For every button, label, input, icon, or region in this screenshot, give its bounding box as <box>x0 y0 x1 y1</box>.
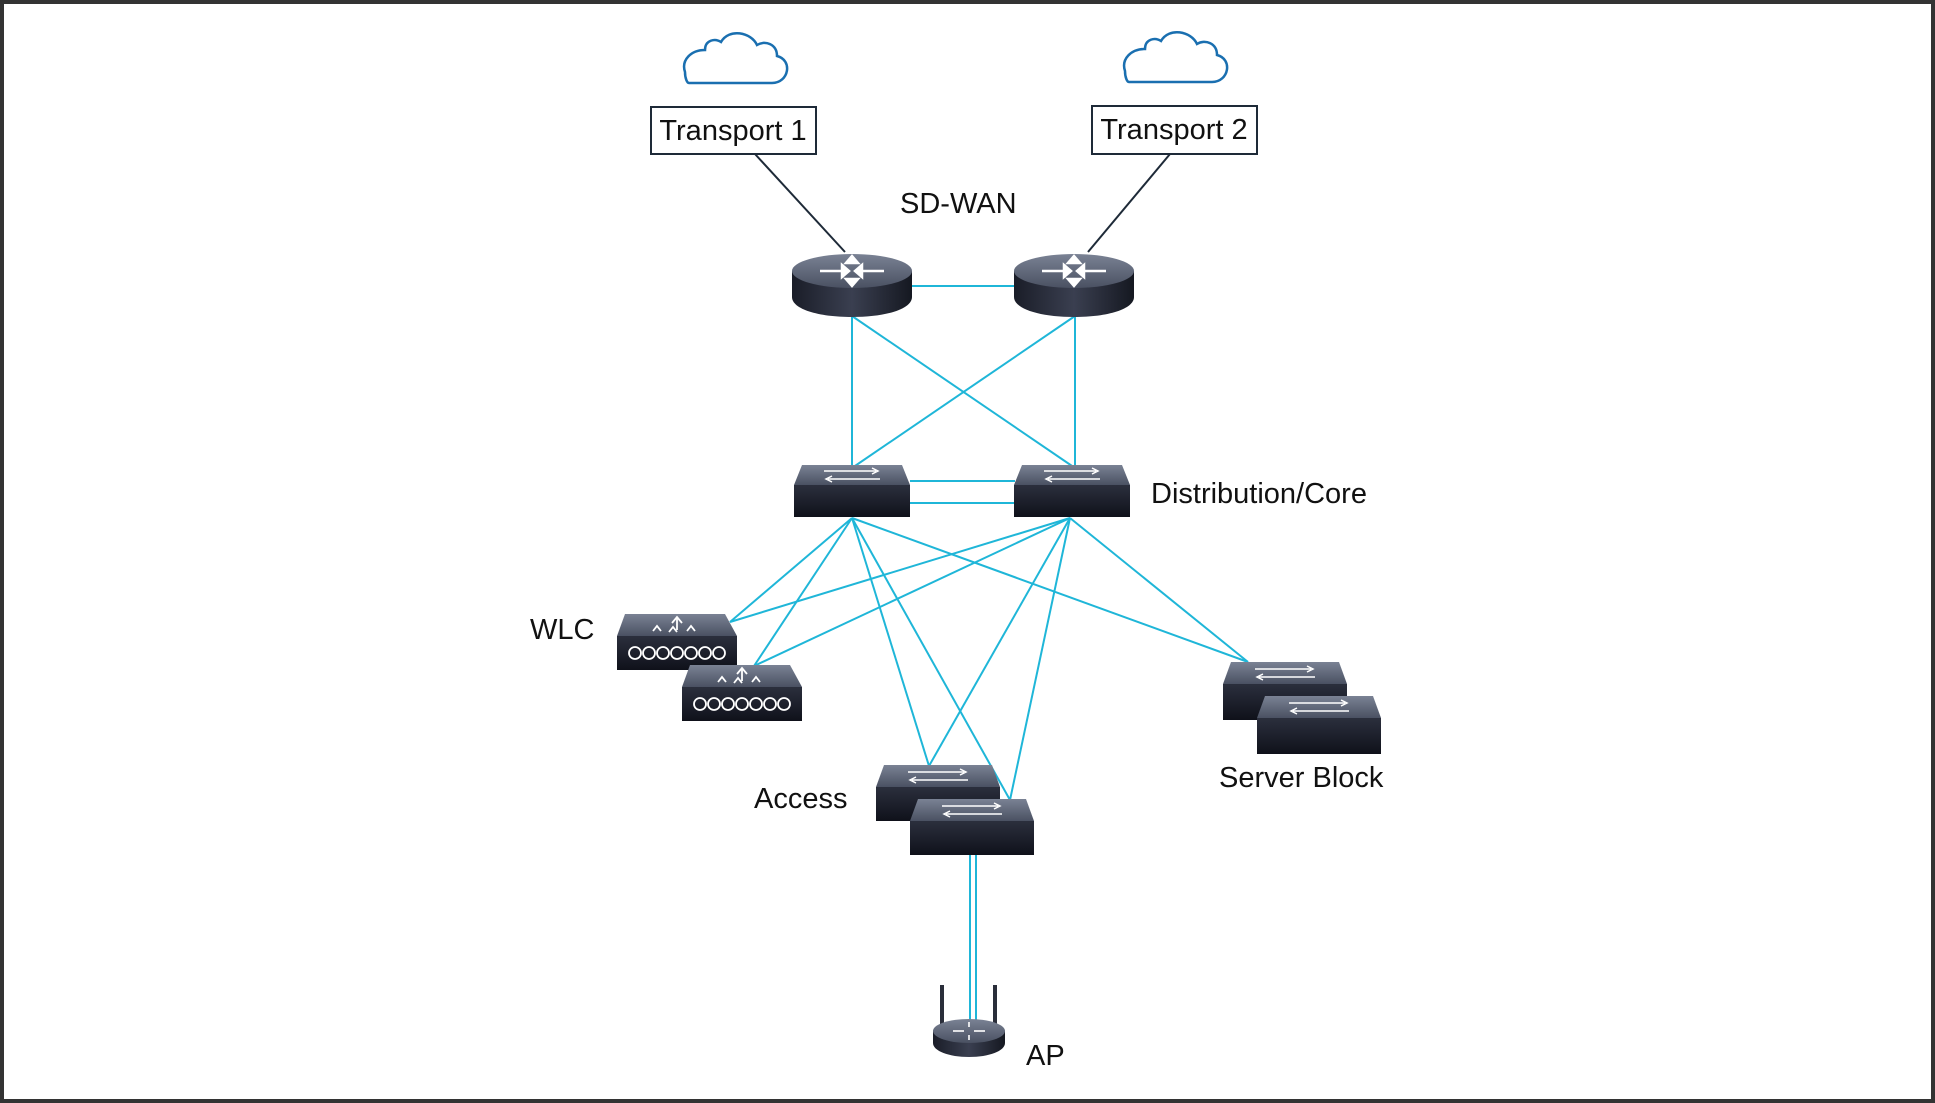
ap-label: AP <box>1026 1040 1065 1072</box>
wan-links <box>754 153 1171 253</box>
link-dist1-server <box>851 517 1249 663</box>
switch-icon <box>1257 696 1381 754</box>
server-block-label: Server Block <box>1219 762 1384 794</box>
cloud-icon <box>682 32 789 85</box>
switch-icon <box>910 799 1034 855</box>
cloud-icon <box>1122 31 1229 84</box>
link-router2-dist1 <box>851 315 1076 469</box>
link-dist2-wlc1 <box>729 517 1071 623</box>
link-dist1-access2 <box>851 517 1011 801</box>
transport-1-box: Transport 1 <box>650 106 817 155</box>
access-label: Access <box>754 783 847 815</box>
transport-1-label: Transport 1 <box>659 115 806 147</box>
link-transport2-router2 <box>1087 153 1171 253</box>
wlc-label: WLC <box>530 614 594 646</box>
wireless-lan-controller-icon <box>682 665 802 721</box>
router-icon <box>792 254 912 317</box>
switch-icon <box>1014 465 1130 517</box>
wireless-lan-controller-icon <box>617 614 737 670</box>
link-dist2-access1 <box>928 517 1071 767</box>
sdwan-label: SD-WAN <box>900 188 1017 220</box>
transport-2-label: Transport 2 <box>1100 114 1247 146</box>
transport-2-box: Transport 2 <box>1091 105 1258 155</box>
link-dist2-access2 <box>1009 517 1071 801</box>
switch-icon <box>794 465 910 517</box>
distribution-core-label: Distribution/Core <box>1151 478 1367 510</box>
link-dist2-wlc2 <box>753 517 1071 667</box>
router-icon <box>1014 254 1134 317</box>
link-transport1-router1 <box>754 153 846 253</box>
link-dist2-server <box>1069 517 1249 663</box>
links <box>729 285 1249 1040</box>
access-point-icon <box>933 985 1005 1057</box>
link-dist1-wlc2 <box>753 517 853 667</box>
link-dist1-wlc1 <box>729 517 853 623</box>
link-dist1-access1 <box>851 517 930 767</box>
